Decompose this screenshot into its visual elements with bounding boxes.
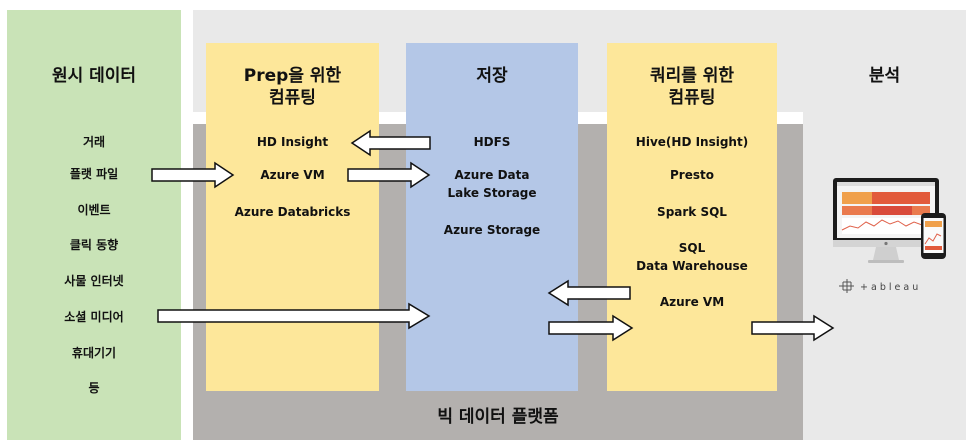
raw-item: 등 bbox=[88, 381, 100, 395]
arrow-query-to-analysis bbox=[751, 314, 835, 342]
query-item: SQL bbox=[678, 241, 706, 255]
tableau-logo-text: + a b l e a u bbox=[860, 282, 918, 293]
arrow-query-to-storage bbox=[547, 279, 631, 307]
raw-data-title: 원시 데이터 bbox=[51, 66, 137, 86]
arrow-raw-to-prep bbox=[151, 161, 235, 189]
prep-title-line1: Prep을 위한 bbox=[243, 66, 342, 86]
query-item: Spark SQL bbox=[657, 205, 727, 219]
storage-title: 저장 bbox=[476, 66, 508, 86]
query-item: Data Warehouse bbox=[636, 259, 748, 273]
raw-data-panel bbox=[7, 10, 181, 440]
platform-label: 빅 데이터 플랫폼 bbox=[437, 407, 559, 427]
raw-item: 휴대기기 bbox=[71, 346, 117, 360]
query-compute-panel bbox=[607, 43, 777, 391]
arrow-raw-to-storage bbox=[157, 302, 431, 330]
storage-item: Lake Storage bbox=[447, 186, 537, 200]
arrow-storage-to-query bbox=[548, 314, 634, 342]
storage-item: HDFS bbox=[473, 135, 511, 149]
arrow-storage-to-prep bbox=[350, 129, 431, 157]
query-item: Hive(HD Insight) bbox=[635, 135, 749, 149]
query-title-line2: 컴퓨팅 bbox=[668, 88, 716, 108]
storage-item: Azure Data bbox=[454, 168, 530, 182]
prep-compute-panel bbox=[206, 43, 379, 391]
analysis-title: 분석 bbox=[868, 66, 901, 86]
prep-item: Azure VM bbox=[260, 168, 325, 182]
raw-item: 플랫 파일 bbox=[69, 167, 119, 181]
tableau-logo-icon bbox=[839, 279, 854, 293]
storage-item: Azure Storage bbox=[443, 223, 541, 237]
monitor-icon bbox=[833, 178, 939, 263]
phone-icon bbox=[921, 213, 946, 259]
arrow-prep-to-storage bbox=[347, 161, 431, 189]
raw-item: 사물 인터넷 bbox=[64, 274, 124, 288]
query-item: Presto bbox=[670, 168, 714, 182]
raw-item: 소셜 미디어 bbox=[64, 310, 124, 324]
prep-item: Azure Databricks bbox=[234, 205, 351, 219]
prep-item: HD Insight bbox=[256, 135, 329, 149]
raw-item: 이벤트 bbox=[77, 203, 111, 217]
query-item: Azure VM bbox=[659, 295, 725, 309]
prep-title-line2: 컴퓨팅 bbox=[269, 88, 316, 108]
raw-item: 거래 bbox=[82, 135, 106, 149]
raw-item: 클릭 동향 bbox=[69, 238, 119, 252]
query-title-line1: 쿼리를 위한 bbox=[649, 66, 735, 86]
